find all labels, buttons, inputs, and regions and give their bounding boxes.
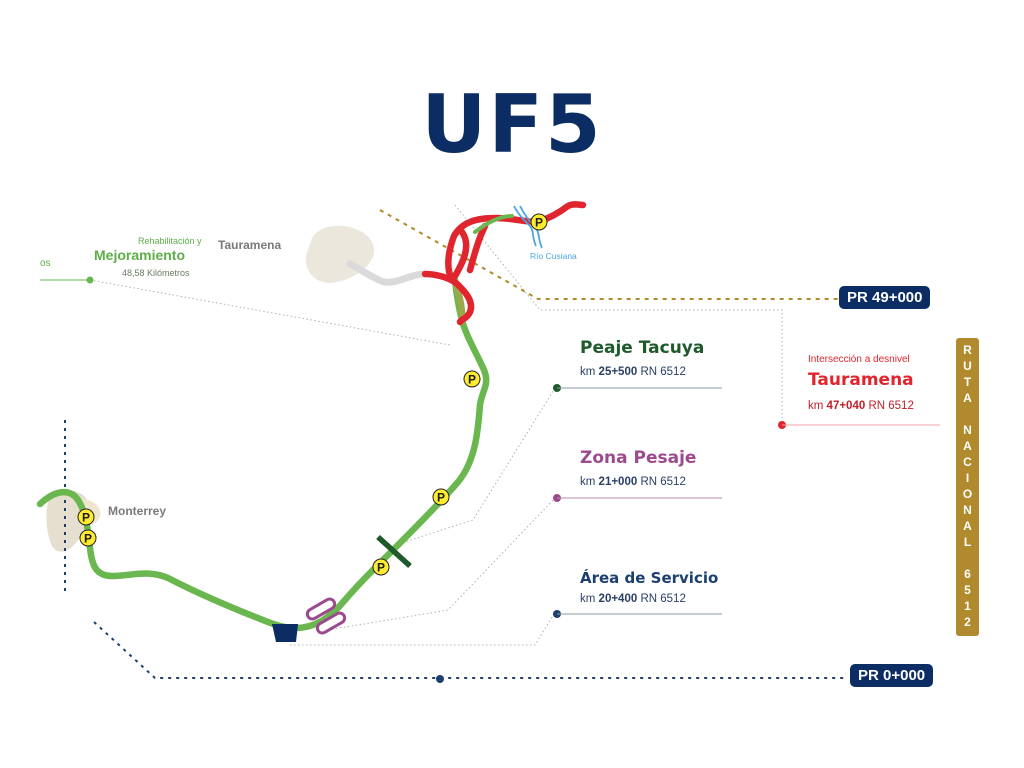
ruta-letter: C: [963, 455, 972, 469]
ruta-letter: R: [963, 343, 972, 357]
leader-pesaje: [327, 497, 556, 631]
rehab-prefix: Rehabilitación y: [138, 236, 202, 246]
parking-icon-4: P: [372, 558, 390, 576]
pr-start-badge: PR 0+000: [850, 664, 934, 687]
main-route: [36, 276, 490, 632]
svg-text:P: P: [437, 491, 445, 505]
interseccion-title: Tauramena: [808, 370, 914, 390]
ruta-letter: 2: [964, 615, 971, 629]
interseccion-prefix: Intersección a desnivel: [808, 354, 910, 365]
river: [513, 205, 537, 247]
svg-text:P: P: [377, 561, 385, 575]
weigh-station-2: [315, 611, 347, 635]
svg-text:P: P: [82, 511, 90, 525]
red-route-d: [451, 228, 470, 280]
red-route-b: [445, 214, 542, 284]
pesaje-title: Zona Pesaje: [580, 448, 697, 468]
ruta-letter: 6: [964, 567, 971, 581]
ruta-letter: A: [963, 519, 972, 533]
pr-start-dot: [436, 675, 444, 683]
leader-servicio: [290, 611, 556, 646]
ruta-letter: [966, 550, 969, 566]
rehab-title: Mejoramiento: [94, 247, 186, 263]
pesaje-km: km 21+000 RN 6512: [580, 476, 686, 488]
pr-end-badge: PR 49+000: [839, 286, 931, 309]
parking-icon-5: P: [77, 508, 95, 526]
svg-text:P: P: [468, 373, 476, 387]
peaje-km: km 25+500 RN 6512: [580, 366, 686, 378]
ruta-letter: 5: [964, 583, 971, 597]
leader-rehab: [89, 279, 451, 346]
gold-dashed-line: [379, 209, 840, 300]
ruta-letter: U: [963, 359, 972, 373]
ruta-letter: N: [963, 503, 972, 517]
town-label-monterrey: Monterrey: [108, 504, 167, 518]
ruta-letter: O: [962, 487, 973, 501]
toll-bar: [376, 534, 412, 569]
page-title: UF5: [421, 78, 603, 171]
leader-interseccion: [454, 204, 783, 425]
ruta-letter: I: [965, 471, 970, 485]
service-area: [272, 624, 298, 642]
town-connector: [346, 260, 429, 286]
town-label-tauramena: Tauramena: [218, 238, 282, 252]
peaje-title: Peaje Tacuya: [580, 338, 705, 358]
rehab-length: 48,58 Kilómetros: [122, 268, 190, 278]
rehab-cut-label: os: [40, 258, 51, 269]
red-route-a: [421, 270, 475, 326]
servicio-title: Área de Servicio: [580, 569, 719, 587]
parking-markers: P P P P P P: [77, 213, 548, 576]
ruta-letter: L: [963, 535, 972, 549]
river-label: Río Cusiana: [530, 251, 577, 261]
ruta-letter: A: [963, 391, 972, 405]
parking-icon-2: P: [463, 370, 481, 388]
interseccion-km: km 47+040 RN 6512: [808, 400, 914, 412]
red-route-c: [534, 201, 587, 226]
weigh-station-1: [305, 597, 337, 621]
parking-icon-6: P: [79, 529, 97, 547]
navy-dashed-line-2: [93, 621, 848, 679]
ruta-letter: 1: [964, 599, 971, 613]
svg-text:P: P: [84, 532, 92, 546]
ruta-letter: N: [963, 423, 972, 437]
ruta-letter: T: [963, 375, 972, 389]
svg-text:P: P: [535, 216, 543, 230]
servicio-km: km 20+400 RN 6512: [580, 593, 686, 605]
ruta-letter: [966, 406, 969, 422]
green-spur: [473, 214, 514, 234]
parking-icon-3: P: [432, 488, 450, 506]
ruta-letter: A: [963, 439, 972, 453]
red-route-e: [466, 222, 489, 274]
parking-icon-1: P: [530, 213, 548, 231]
